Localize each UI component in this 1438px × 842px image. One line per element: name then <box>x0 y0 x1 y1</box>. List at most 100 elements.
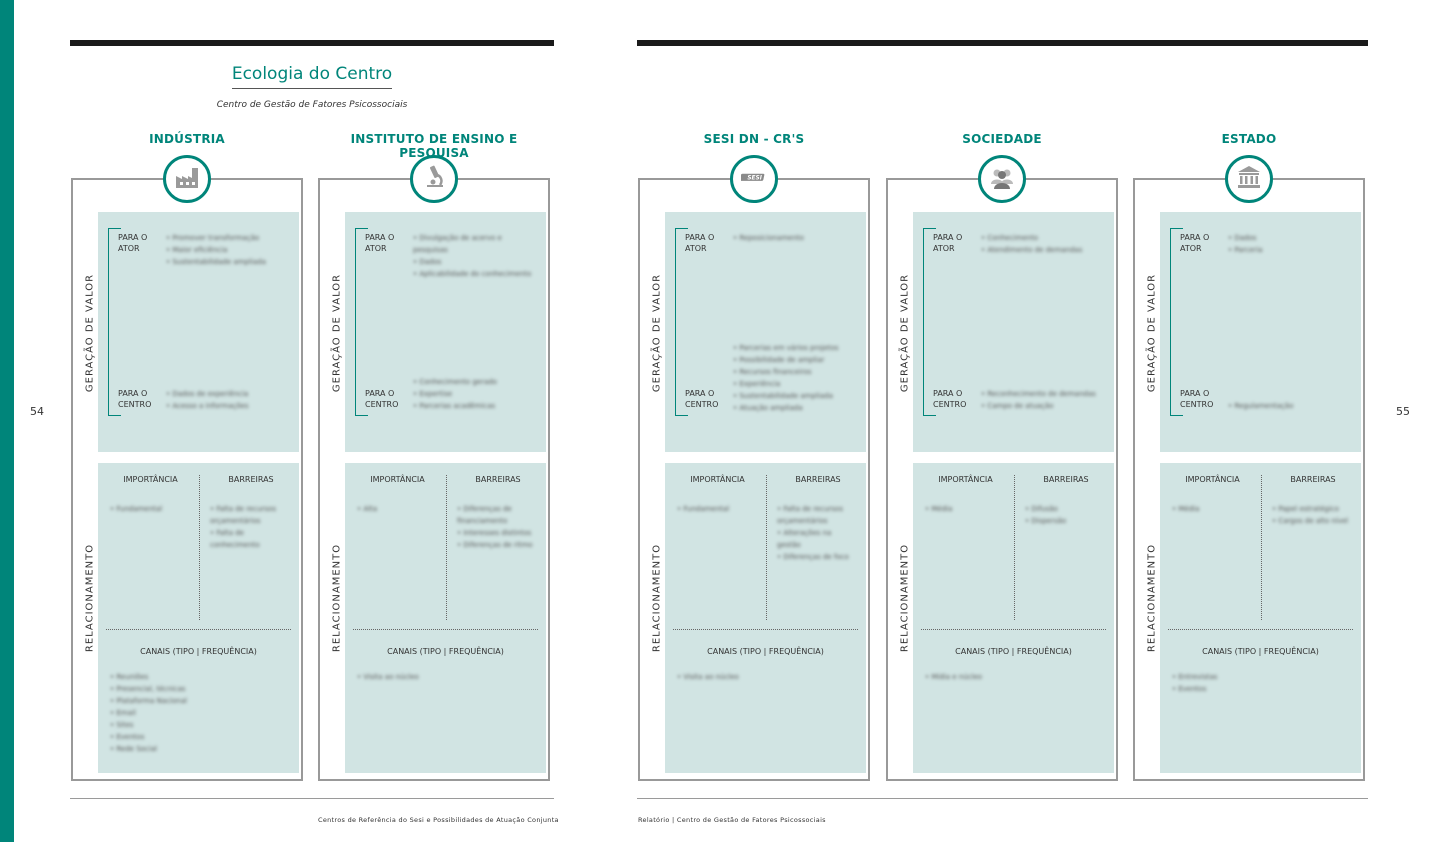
relationship-panel: IMPORTÂNCIABARREIRASAltaDiferenças de fi… <box>345 463 546 773</box>
header-importancia: IMPORTÂNCIA <box>690 475 745 484</box>
relationship-panel: IMPORTÂNCIABARREIRASMédiaPapel estratégi… <box>1160 463 1361 773</box>
importancia-list: Fundamental <box>677 503 757 515</box>
list-item: Visita ao núcleo <box>677 671 857 683</box>
label-para-ator: PARA O ATOR <box>118 233 148 253</box>
government-building-icon <box>1236 164 1262 194</box>
microscope-icon <box>421 164 447 194</box>
svg-text:SESI: SESI <box>747 176 762 182</box>
list-item: Alta <box>357 503 437 515</box>
importancia-list: Fundamental <box>110 503 190 515</box>
relationship-panel: IMPORTÂNCIA BARREIRAS Fundamental Falta de … <box>665 463 866 773</box>
ator-value-list: DadosParceria <box>1228 232 1353 256</box>
header-barreiras: BARREIRAS <box>1290 475 1336 484</box>
header-importancia: IMPORTÂNCIA <box>370 475 425 484</box>
sesi-icon: SESI <box>739 164 767 194</box>
actor-badge <box>163 155 211 203</box>
people-icon <box>989 164 1015 194</box>
value-bracket <box>108 228 121 416</box>
page-title-wrap: Ecologia do Centro <box>70 64 554 89</box>
column-divider <box>766 475 767 620</box>
list-item: Acesso a informações <box>166 400 291 412</box>
actor-heading: ESTADO <box>1221 132 1277 146</box>
list-item: Maior eficiência <box>166 244 291 256</box>
label-para-centro: PARA O CENTRO <box>685 389 719 409</box>
list-item: Experiência <box>733 378 858 390</box>
column-divider <box>1261 475 1262 620</box>
list-item: Atendimento de demandas <box>981 244 1106 256</box>
header-importancia: IMPORTÂNCIA <box>1185 475 1240 484</box>
list-item: Presencial, técnicas <box>110 683 290 695</box>
label-para-centro: PARA O CENTRO <box>118 389 152 409</box>
list-item: Divulgação de acervo e pesquisas <box>413 232 538 256</box>
list-item: Sustentabilidade ampliada <box>166 256 291 268</box>
header-canais: CANAIS (TIPO | FREQUÊNCIA) <box>1202 647 1319 656</box>
page-subtitle: Centro de Gestão de Fatores Psicossociai… <box>216 100 408 110</box>
list-item: Campo de atuação <box>981 400 1106 412</box>
canais-list: Visita ao núcleo <box>677 671 857 683</box>
vertical-label-relacionamento: RELACIONAMENTO <box>1146 543 1158 653</box>
column-divider <box>446 475 447 620</box>
list-item: Alterações na gestão <box>777 527 857 551</box>
barreiras-list: Falta de recursos orçamentáriosAlteraçõe… <box>777 503 857 563</box>
vertical-label-relacionamento: RELACIONAMENTO <box>651 543 663 653</box>
list-item: Falta de recursos orçamentários <box>777 503 857 527</box>
list-item: Email <box>110 707 290 719</box>
header-barreiras: BARREIRAS <box>795 475 841 484</box>
header-canais: CANAIS (TIPO | FREQUÊNCIA) <box>955 647 1072 656</box>
list-item: Reconhecimento de demandas <box>981 388 1106 400</box>
section-divider <box>1168 629 1353 630</box>
column-divider <box>1014 475 1015 620</box>
list-item: Entrevistas <box>1172 671 1352 683</box>
page-number-left: 54 <box>30 405 44 418</box>
column-divider <box>199 475 200 620</box>
header-barreiras: BARREIRAS <box>475 475 521 484</box>
actor-heading: SOCIEDADE <box>962 132 1042 146</box>
vertical-label-geracao: GERAÇÃO DE VALOR <box>84 273 96 393</box>
value-bracket <box>675 228 688 416</box>
list-item: Diferenças de foco <box>777 551 857 563</box>
vertical-label-geracao: GERAÇÃO DE VALOR <box>651 273 663 393</box>
importancia-list: Média <box>925 503 1005 515</box>
section-divider <box>673 629 858 630</box>
list-item: Falta de conhecimento <box>210 527 290 551</box>
footer-text-right: Relatório | Centro de Gestão de Fatores … <box>638 816 826 824</box>
actor-badge <box>410 155 458 203</box>
list-item: Reposicionamento <box>733 232 858 244</box>
label-para-ator: PARA O ATOR <box>933 233 963 253</box>
section-divider <box>921 629 1106 630</box>
canais-list: Mídia e núcleo <box>925 671 1105 683</box>
footer-rule-right <box>637 798 1368 799</box>
barreiras-list: Falta de recursos orçamentáriosFalta de … <box>210 503 290 551</box>
value-panel: PARA O ATOR PARA O CENTRO Reposicionamento… <box>665 212 866 452</box>
list-item: Eventos <box>1172 683 1352 695</box>
list-item: Aplicabilidade do conhecimento <box>413 268 538 280</box>
actor-heading: SESI DN - CR'S <box>703 132 805 146</box>
left-accent-bar <box>0 0 14 842</box>
label-para-ator: PARA O ATOR <box>685 233 715 253</box>
ator-value-list: Reposicionamento <box>733 232 858 244</box>
centro-value-list: Parcerias em vários projetosPossibilidad… <box>733 342 858 414</box>
factory-icon <box>174 164 200 194</box>
list-item: Possibilidade de ampliar <box>733 354 858 366</box>
list-item: Dispersão <box>1025 515 1105 527</box>
list-item: Difusão <box>1025 503 1105 515</box>
list-item: Reuniões <box>110 671 290 683</box>
header-rule-right <box>637 40 1368 46</box>
vertical-label-relacionamento: RELACIONAMENTO <box>331 543 343 653</box>
value-bracket <box>1170 228 1183 416</box>
barreiras-list: DifusãoDispersão <box>1025 503 1105 527</box>
list-item: Expertise <box>413 388 538 400</box>
header-canais: CANAIS (TIPO | FREQUÊNCIA) <box>140 647 257 656</box>
list-item: Fundamental <box>677 503 757 515</box>
centro-value-list: Reconhecimento de demandasCampo de atuaç… <box>981 388 1106 412</box>
list-item: Plataforma Nacional <box>110 695 290 707</box>
list-item: Mídia e núcleo <box>925 671 1105 683</box>
footer-rule-left <box>70 798 554 799</box>
actor-badge <box>1225 155 1273 203</box>
list-item: Cargos de alto nível <box>1272 515 1352 527</box>
